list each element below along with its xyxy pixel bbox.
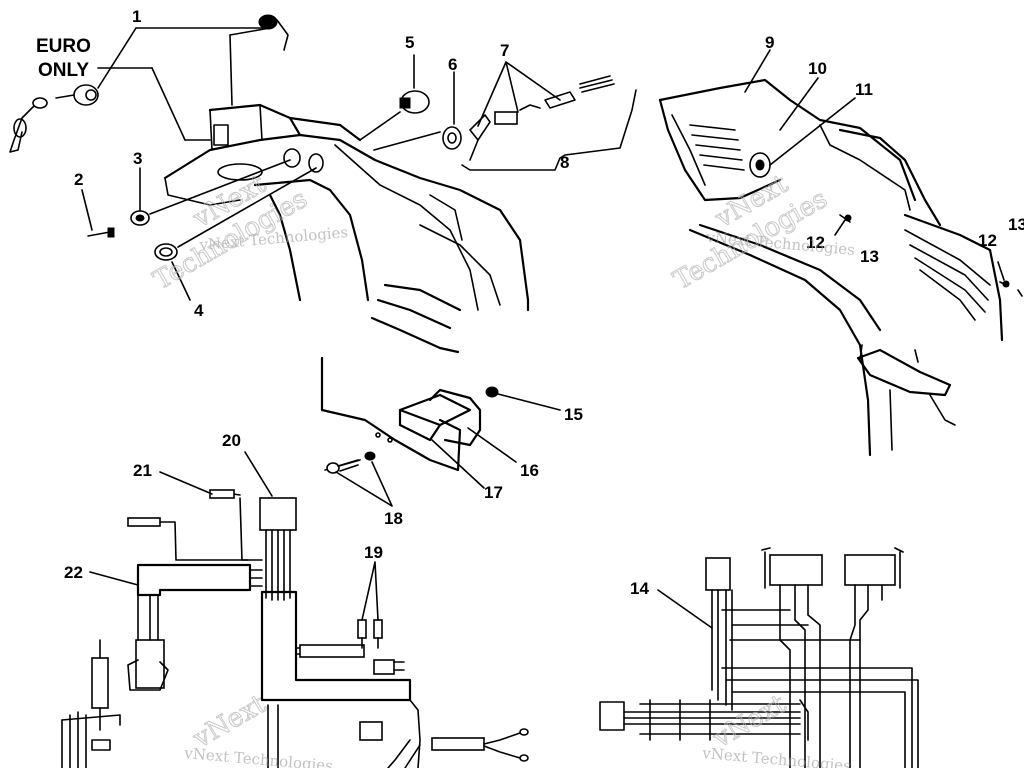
wiring-harness xyxy=(61,489,529,769)
callout-1: 1 xyxy=(132,7,141,26)
callout-12-left: 12 xyxy=(806,233,825,252)
relay-harness xyxy=(599,547,919,769)
light-switch-assembly xyxy=(359,75,637,171)
relay-bracket xyxy=(320,356,499,474)
key-switch xyxy=(9,14,289,153)
console-housing xyxy=(163,103,530,354)
switch-nut-washer xyxy=(87,159,317,261)
headlight-assembly xyxy=(658,78,1023,457)
euro-only-label: EURO ONLY xyxy=(36,36,91,81)
callout-21: 21 xyxy=(133,461,152,480)
callout-20: 20 xyxy=(222,431,241,450)
watermark-big-3a: vNext xyxy=(188,689,272,755)
callout-4: 4 xyxy=(194,301,204,320)
callout-9: 9 xyxy=(765,33,774,52)
callout-6: 6 xyxy=(448,55,457,74)
callout-numbers: 1 2 3 4 5 6 7 8 9 10 11 12 13 12 13 14 1… xyxy=(64,7,1024,598)
callout-22: 22 xyxy=(64,563,83,582)
callout-15: 15 xyxy=(564,405,583,424)
callout-13-right: 13 xyxy=(1008,215,1024,234)
euro-label-line1: EURO xyxy=(36,36,91,57)
leader-lines xyxy=(81,27,1005,629)
callout-13-left: 13 xyxy=(860,247,879,266)
callout-2: 2 xyxy=(74,170,83,189)
callout-19: 19 xyxy=(364,543,383,562)
callout-12-right: 12 xyxy=(978,231,997,250)
euro-label-line2: ONLY xyxy=(38,60,89,81)
callout-16: 16 xyxy=(520,461,539,480)
callout-8: 8 xyxy=(560,153,569,172)
callout-3: 3 xyxy=(133,149,142,168)
callout-17: 17 xyxy=(484,483,503,502)
callout-7: 7 xyxy=(500,41,509,60)
callout-18: 18 xyxy=(384,509,403,528)
callout-5: 5 xyxy=(405,33,414,52)
callout-11: 11 xyxy=(855,80,873,99)
watermark-big-4a: vNext xyxy=(708,689,792,755)
callout-14: 14 xyxy=(630,579,649,598)
callout-10: 10 xyxy=(808,59,827,78)
